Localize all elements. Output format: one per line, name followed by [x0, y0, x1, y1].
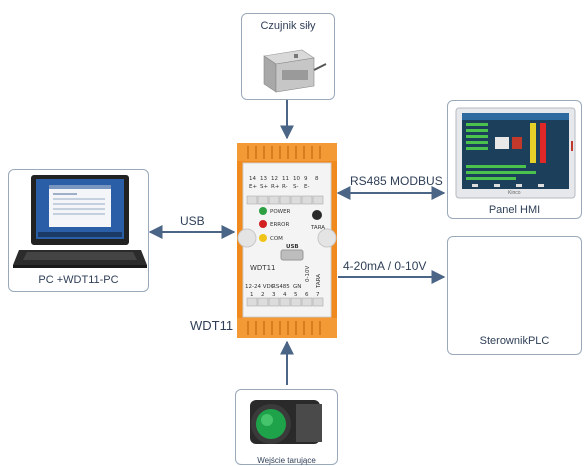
terminal-text: R+ — [271, 184, 280, 190]
bottom-label-power: 12-24 VDC — [245, 284, 275, 290]
terminal-text: 6 — [305, 292, 309, 298]
terminal-text: 4 — [283, 292, 287, 298]
load-cell-image — [263, 49, 327, 93]
terminal-text: 5 — [294, 292, 298, 298]
terminal-text: 2 — [261, 292, 265, 298]
input-label: Wejście tarujące — [257, 456, 316, 465]
led-com-label: COM — [270, 236, 283, 242]
push-button-image — [250, 400, 322, 444]
edge-label-analog: 4-20mA / 0-10V — [343, 259, 427, 273]
bottom-label-tara: TARA — [316, 274, 322, 289]
tara-label: TARA — [310, 225, 325, 231]
terminal-text: 1 — [250, 292, 254, 298]
input-node: Wejście tarujące — [235, 389, 338, 465]
terminal-text: S- — [293, 184, 298, 190]
edge-label-rs485: RS485 MODBUS — [350, 174, 443, 188]
terminal-text: S+ — [260, 184, 268, 190]
terminal-text: 11 — [282, 176, 289, 182]
terminal-text: 12 — [271, 176, 278, 182]
pc-node: PC +WDT11-PC — [8, 169, 149, 292]
terminal-text: 9 — [304, 176, 308, 182]
bottom-label-out: 0-10V — [305, 266, 311, 282]
plc-node: SterownikPLC — [447, 236, 582, 355]
terminal-text: 8 — [315, 176, 319, 182]
bottom-terminal-numbers: 1 2 3 4 5 6 7 — [250, 292, 320, 298]
device-name-on-panel: WDT11 — [250, 264, 276, 272]
terminal-text: E- — [304, 184, 309, 190]
hmi-label: Panel HMI — [488, 204, 541, 216]
led-error-label: ERROR — [270, 222, 289, 228]
terminal-text: 10 — [293, 176, 300, 182]
plc-label: SterownikPLC — [479, 335, 550, 347]
hmi-node: Kinco Panel HMI — [447, 100, 582, 219]
edge-label-usb: USB — [180, 214, 205, 228]
hmi-brand: Kinco — [508, 190, 521, 196]
terminal-text: E+ — [249, 184, 257, 190]
bottom-label-gn: GN — [293, 284, 301, 290]
hmi-screen-image — [455, 107, 576, 199]
sensor-label: Czujnik siły — [260, 20, 316, 32]
led-power-label: POWER — [270, 209, 291, 215]
terminal-text: 3 — [272, 292, 276, 298]
terminal-text: 14 — [249, 176, 256, 182]
bottom-label-rs485: RS485 — [272, 284, 290, 290]
top-terminal-labels: E+S+R+R- S- E- — [249, 184, 309, 190]
usb-port-label: USB — [286, 244, 299, 250]
terminal-text: 7 — [316, 292, 320, 298]
pc-label: PC +WDT11-PC — [38, 274, 119, 286]
terminal-text: 13 — [260, 176, 267, 182]
laptop-image — [13, 175, 147, 268]
device-caption: WDT11 — [190, 318, 234, 333]
top-terminal-numbers: 14 13 12 11 10 9 8 — [249, 176, 319, 182]
sensor-node: Czujnik siły — [241, 13, 335, 100]
terminal-text: R- — [282, 184, 288, 190]
